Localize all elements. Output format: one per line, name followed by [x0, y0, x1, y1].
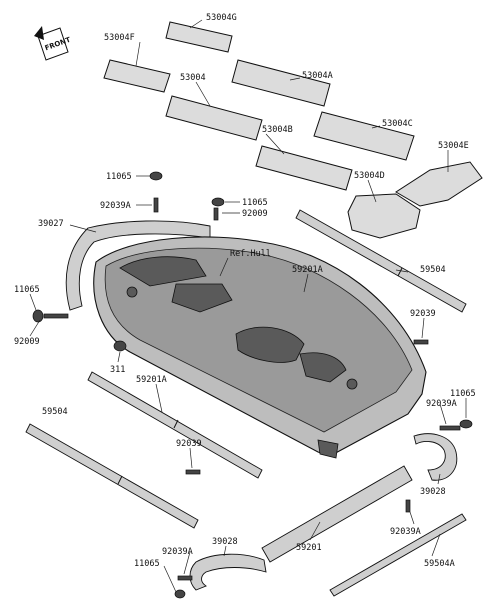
label-11065-right: 11065 — [450, 389, 476, 399]
leader-lines — [29, 19, 467, 593]
label-53004c: 53004C — [382, 119, 413, 129]
label-53004g: 53004G — [206, 13, 237, 23]
screw-92009-left[interactable] — [43, 313, 69, 319]
mat-53004f[interactable] — [103, 59, 171, 93]
label-59504-left: 59504 — [42, 407, 68, 417]
label-53004e: 53004E — [438, 141, 469, 151]
screw-92039-left[interactable] — [185, 469, 201, 475]
screw-92039-right[interactable] — [413, 339, 429, 345]
washer-92009-top-mid[interactable] — [213, 207, 219, 221]
label-11065-bottom: 11065 — [134, 559, 160, 569]
label-53004f: 53004F — [104, 33, 135, 43]
label-92009-top-mid: 92009 — [242, 209, 268, 219]
cap-11065-right[interactable] — [459, 419, 473, 429]
mat-53004g[interactable] — [165, 21, 233, 53]
label-53004b: 53004B — [262, 125, 293, 135]
guard-39028-right[interactable] — [413, 433, 458, 481]
label-11065-top-mid: 11065 — [242, 198, 268, 208]
label-92039-left: 92039 — [176, 439, 202, 449]
screw-92039a-bottom[interactable] — [177, 575, 193, 581]
screw-92039a-right[interactable] — [439, 425, 461, 431]
nut-311[interactable] — [113, 340, 127, 352]
label-59504a: 59504A — [424, 559, 455, 569]
screw-92039a-top-left[interactable] — [153, 197, 159, 213]
label-92039a-bottom-right: 92039A — [390, 527, 421, 537]
label-92039a-right: 92039A — [426, 399, 457, 409]
cap-11065-top-left[interactable] — [149, 171, 163, 181]
label-39027: 39027 — [38, 219, 64, 229]
label-11065-top-left: 11065 — [106, 172, 132, 182]
mat-53004[interactable] — [165, 95, 263, 141]
label-92039a-top-left: 92039A — [100, 201, 131, 211]
guard-39027[interactable] — [65, 220, 211, 311]
mat-53004a[interactable] — [231, 59, 331, 107]
label-311: 311 — [110, 365, 125, 375]
cap-11065-top-mid[interactable] — [211, 197, 225, 207]
label-92039a-bottom: 92039A — [162, 547, 193, 557]
cap-11065-left[interactable] — [32, 309, 44, 323]
label-11065-left: 11065 — [14, 285, 40, 295]
label-92009-left: 92009 — [14, 337, 40, 347]
label-39028-right: 39028 — [420, 487, 446, 497]
label-59201a-right: 59201A — [292, 265, 323, 275]
label-39028-bottom: 39028 — [212, 537, 238, 547]
rail-59201[interactable] — [261, 465, 413, 563]
rail-59504a[interactable] — [329, 513, 467, 597]
hull — [93, 236, 427, 459]
label-92039-right: 92039 — [410, 309, 436, 319]
mat-53004b[interactable] — [255, 145, 353, 191]
mat-53004d[interactable] — [347, 193, 421, 239]
label-59504-right: 59504 — [420, 265, 446, 275]
screw-92039a-bottom-right[interactable] — [405, 499, 411, 513]
front-arrow-icon: FRONT — [34, 26, 72, 61]
mat-53004e[interactable] — [395, 161, 483, 207]
cap-11065-bottom[interactable] — [174, 589, 186, 599]
label-53004: 53004 — [180, 73, 206, 83]
rail-59504-left[interactable] — [25, 423, 199, 529]
mat-53004c[interactable] — [313, 111, 415, 161]
label-59201: 59201 — [296, 543, 322, 553]
label-53004a: 53004A — [302, 71, 333, 81]
label-59201a-left: 59201A — [136, 375, 167, 385]
rail-59201a-left[interactable] — [87, 371, 263, 479]
guard-39028-bottom[interactable] — [189, 553, 267, 591]
label-53004d: 53004D — [354, 171, 385, 181]
rail-59504-right[interactable] — [295, 209, 467, 313]
label-ref-hull: Ref.Hull — [230, 249, 271, 259]
